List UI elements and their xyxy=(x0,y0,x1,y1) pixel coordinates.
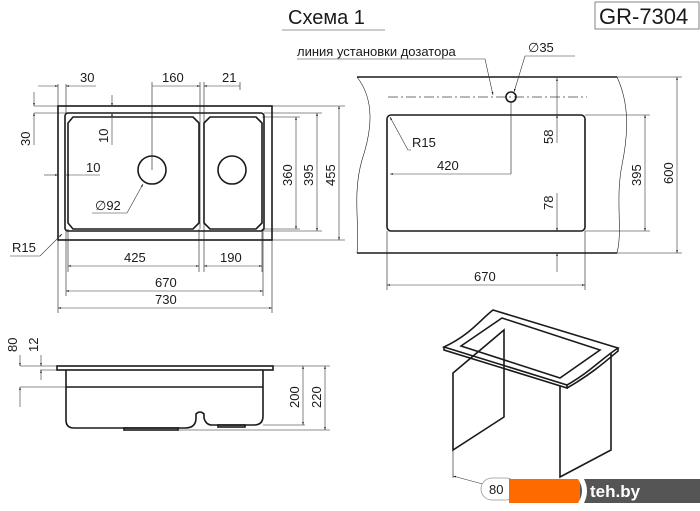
cutout-view: линия установки дозатора ∅35 R15 420 58 … xyxy=(297,40,682,290)
dim-r15: R15 xyxy=(12,240,36,255)
watermark-text: teh.by xyxy=(590,482,641,501)
teh-by-watermark: teh.by xyxy=(509,479,700,503)
dim-360: 360 xyxy=(280,164,295,186)
dim-drain-92: ∅92 xyxy=(95,198,121,213)
model-box xyxy=(594,1,700,30)
dim-12: 12 xyxy=(26,338,41,352)
dim-hole-35: ∅35 xyxy=(528,40,554,55)
dim-21: 21 xyxy=(222,70,236,85)
dim-425: 425 xyxy=(124,250,146,265)
dispenser-line-label: линия установки дозатора xyxy=(297,44,457,59)
dim-10-side: 10 xyxy=(86,160,100,175)
dim-600: 600 xyxy=(661,162,676,184)
dim-80-iso: 80 xyxy=(489,482,503,497)
dim-80-side: 80 xyxy=(5,338,20,352)
iso-view: 80 xyxy=(441,309,620,501)
dim-395: 395 xyxy=(301,164,316,186)
dim-160: 160 xyxy=(162,70,184,85)
dim-58: 58 xyxy=(541,130,556,144)
plan-view: 30 160 21 30 10 10 ∅92 R15 360 395 455 4… xyxy=(10,70,345,313)
dim-670: 670 xyxy=(155,275,177,290)
model-number: GR-7304 xyxy=(599,4,688,29)
dim-220: 220 xyxy=(309,386,324,408)
side-view: 80 12 200 220 xyxy=(5,338,330,431)
dim-200: 200 xyxy=(287,386,302,408)
dim-30-top: 30 xyxy=(80,70,94,85)
dim-cutout-670: 670 xyxy=(474,269,496,284)
dim-730: 730 xyxy=(155,292,177,307)
dim-455: 455 xyxy=(323,164,338,186)
dim-30-left: 30 xyxy=(18,132,33,146)
dim-cutout-395: 395 xyxy=(629,164,644,186)
drawing-title: Схема 1 xyxy=(288,7,365,29)
drain-right-icon xyxy=(217,155,247,185)
dim-10-wall: 10 xyxy=(96,129,111,143)
dim-78: 78 xyxy=(541,196,556,210)
dim-cutout-r15: R15 xyxy=(412,135,436,150)
dim-190: 190 xyxy=(220,250,242,265)
dim-420: 420 xyxy=(437,158,459,173)
